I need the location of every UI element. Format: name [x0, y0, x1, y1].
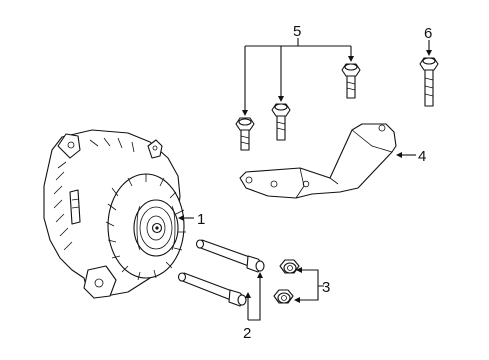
callout-6: 6 [424, 25, 432, 42]
alternator [43, 129, 186, 299]
callout-2: 2 [243, 325, 251, 342]
alternator-stud-upper [195, 239, 265, 273]
leader-lines [178, 38, 432, 321]
nut-upper [279, 259, 300, 274]
bolt-6 [419, 57, 439, 107]
bolt-5-left [235, 117, 255, 151]
callout-5: 5 [293, 23, 301, 40]
nut-lower [273, 289, 294, 304]
callout-3: 3 [322, 279, 330, 296]
alternator-bracket [239, 123, 397, 199]
callout-4: 4 [418, 148, 426, 165]
bolt-5-middle [271, 103, 291, 141]
bolt-5-right [341, 63, 361, 99]
callout-1: 1 [197, 211, 205, 228]
alternator-stud-lower [177, 272, 247, 307]
